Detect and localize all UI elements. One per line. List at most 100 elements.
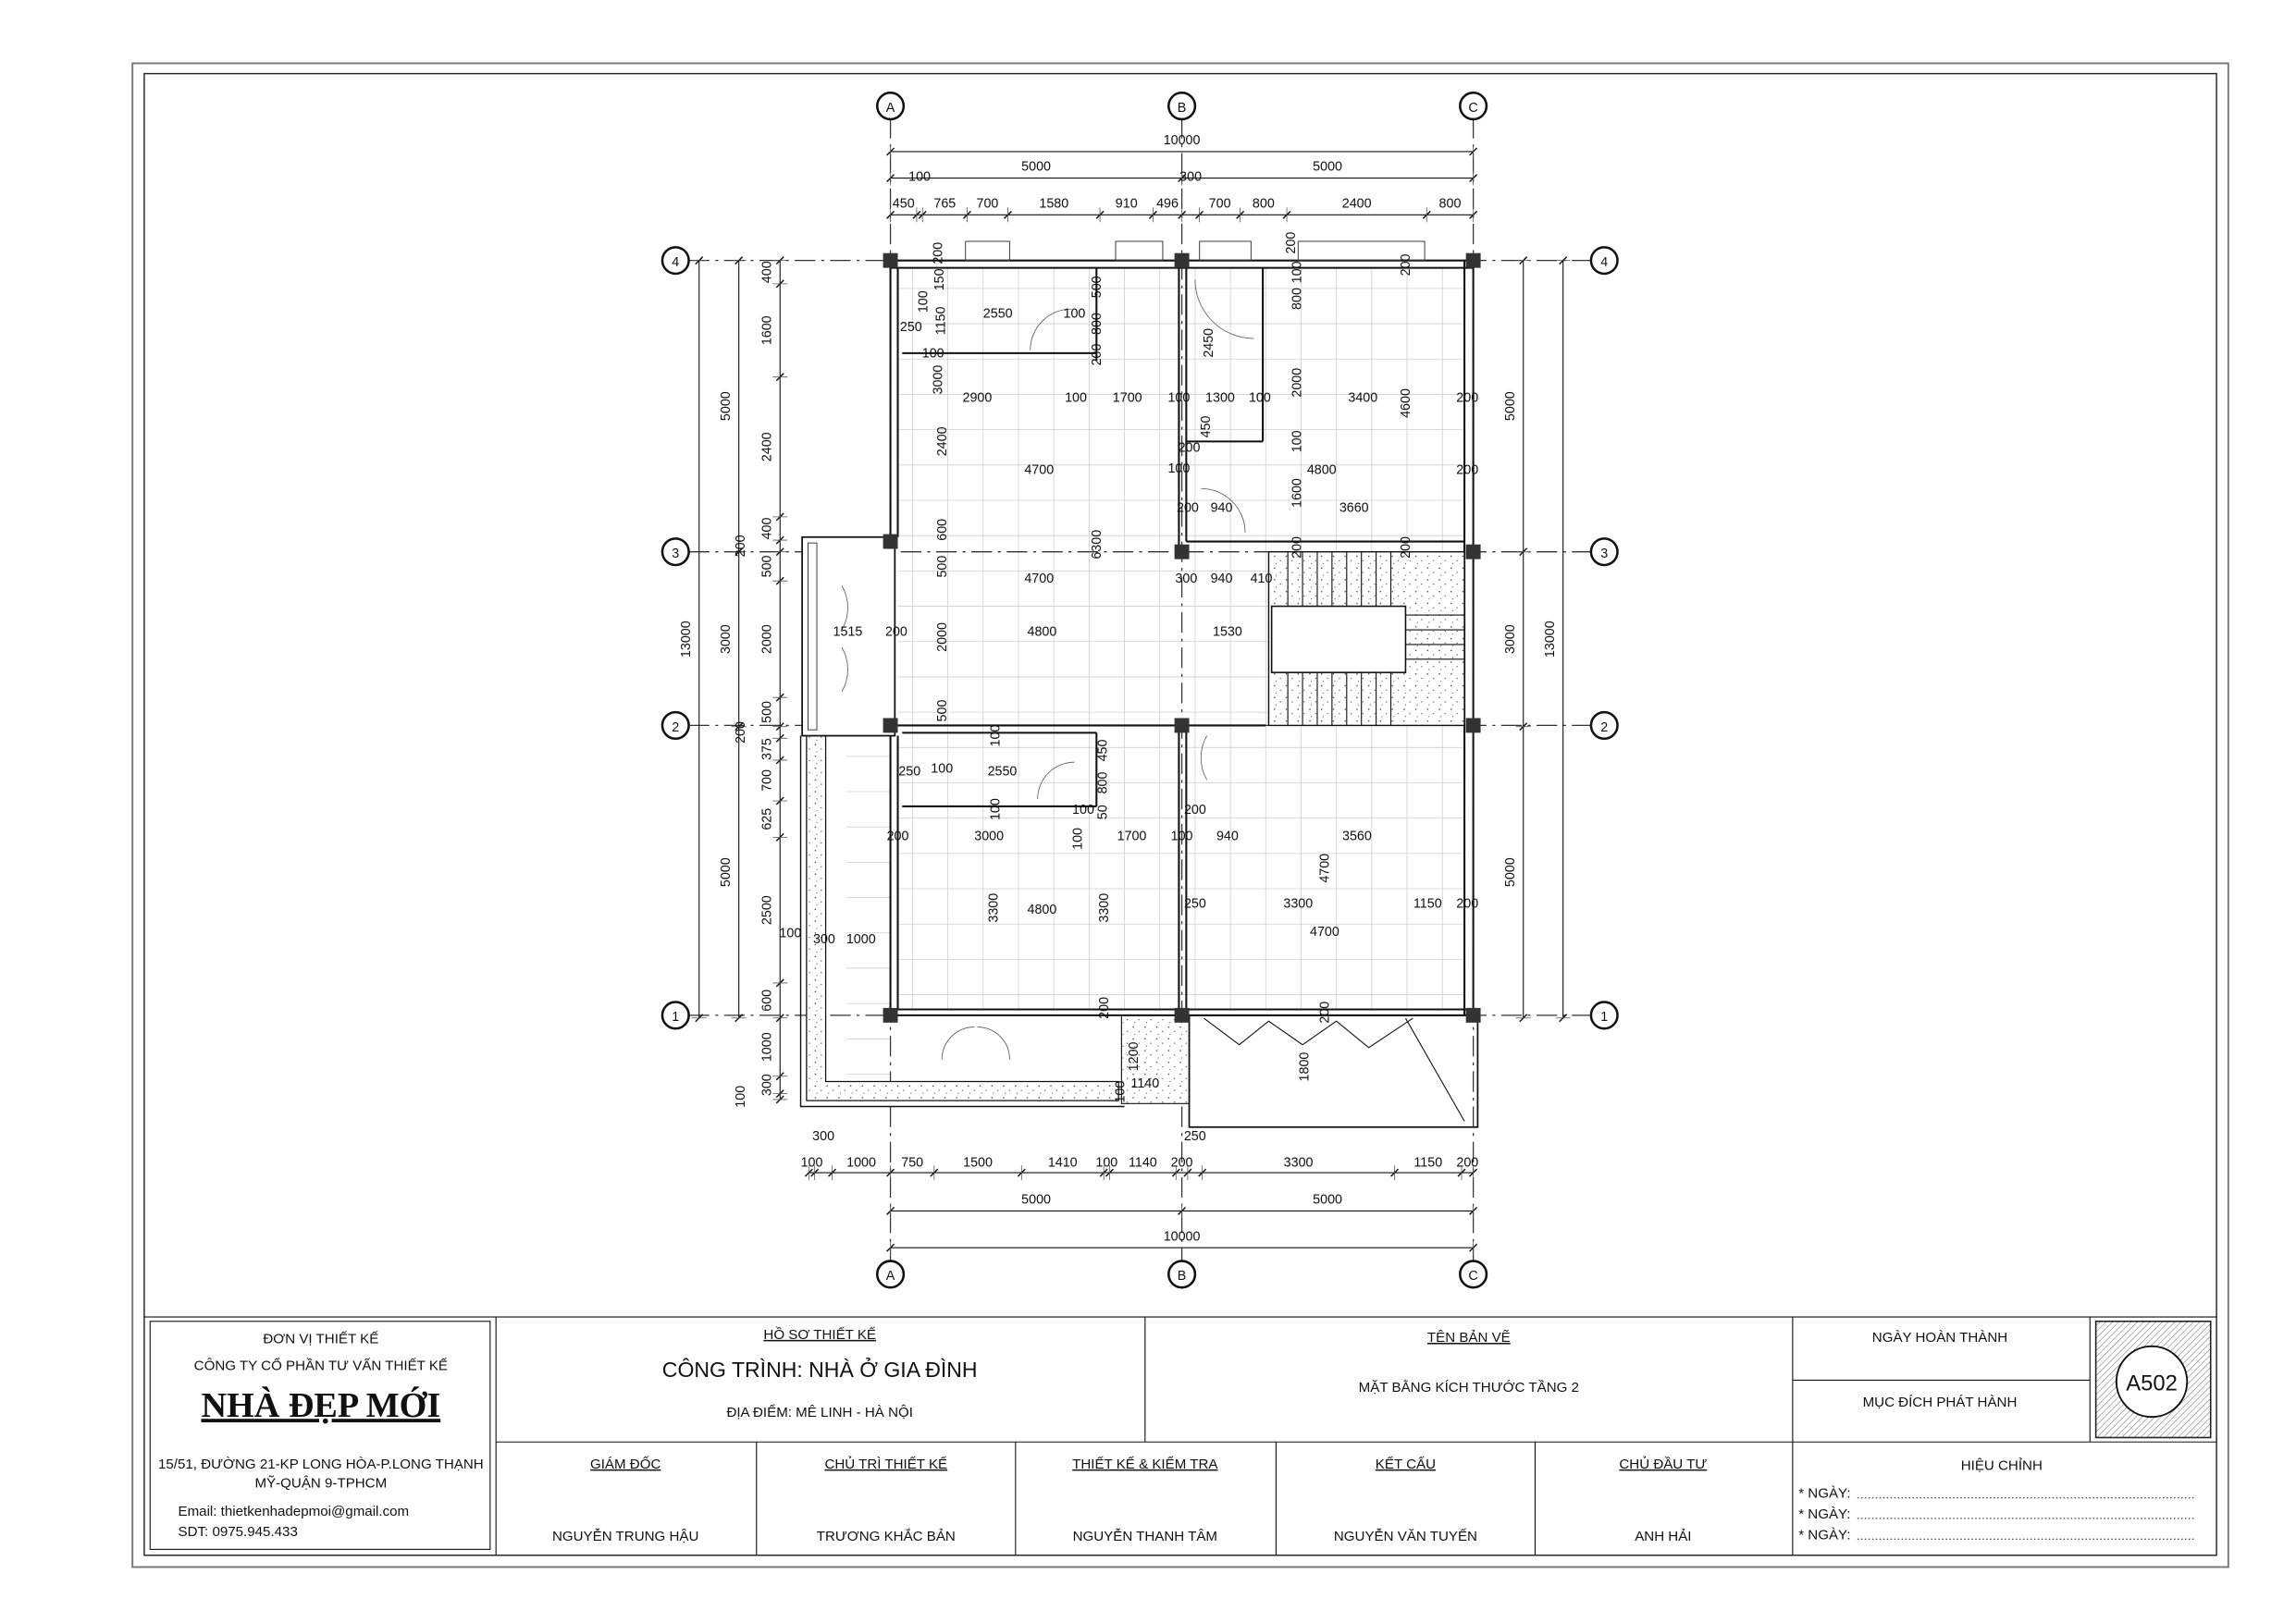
dossier-label: HỒ SƠ THIẾT KẾ — [763, 1326, 876, 1343]
structural-column — [883, 534, 898, 549]
sheet-number: A502 — [2126, 1371, 2178, 1396]
plan-dimension-label: 200 — [931, 242, 945, 264]
plan-dimension-label: 200 — [1177, 501, 1199, 516]
door-swing — [977, 1027, 1010, 1060]
door-swing — [1200, 735, 1207, 781]
dim-bottom-detail-label: 100 — [801, 1156, 823, 1171]
door-swing — [1201, 487, 1246, 534]
dim-bottom-detail-label: 1140 — [1129, 1156, 1157, 1171]
plan-dimension-label: 3000 — [931, 365, 945, 395]
plan-dimension-label: 1515 — [833, 624, 863, 639]
role-title: THIẾT KẾ & KIỂM TRA — [1072, 1456, 1218, 1472]
dim-bottom-overall-label: 10000 — [1164, 1229, 1201, 1244]
grid-label: 1 — [672, 1010, 679, 1025]
company-name: CÔNG TY CỔ PHẦN TƯ VẤN THIẾT KẾ — [194, 1357, 448, 1373]
grid-label: B — [1178, 101, 1187, 116]
plan-dimension-label: 2450 — [1202, 328, 1216, 358]
dim-left-detail-label: 2500 — [760, 895, 775, 925]
grid-bubble — [660, 246, 690, 276]
plan-dimension-label: 2000 — [1290, 368, 1304, 398]
dim-left-detail-label: 100 — [734, 1086, 748, 1108]
plan-dimension-label: 200 — [885, 624, 907, 639]
dim-left-detail-label: 300 — [760, 1074, 775, 1096]
plan-dimension-label: 2400 — [935, 426, 950, 456]
plan-dimension-label: 2550 — [988, 765, 1018, 780]
plan-dimension-label: 100 — [1114, 1081, 1129, 1103]
plan-dimension-label: 6300 — [1090, 530, 1105, 559]
plan-dimension-label: 500 — [935, 556, 950, 578]
structural-column — [883, 718, 898, 733]
plan-dimension-label: 1150 — [933, 306, 948, 335]
plan-dimension-label: 4700 — [1318, 854, 1333, 883]
dim-left-detail-label: 2400 — [760, 432, 775, 461]
dim-top-half-label: 5000 — [1313, 160, 1342, 175]
role-person-name: TRƯƠNG KHẮC BẢN — [817, 1528, 956, 1544]
plan-dimension-label: 100 — [1072, 803, 1094, 818]
plan-dimension-label: 200 — [1399, 536, 1413, 559]
structural-column — [1465, 1007, 1481, 1023]
plan-dimension-label: 4800 — [1028, 624, 1057, 639]
plan-dimension-label: 100 — [931, 761, 953, 776]
plan-dimension-label: 200 — [1097, 997, 1112, 1019]
dim-top-detail-label: 100 — [908, 170, 931, 185]
plan-dimension-label: 250 — [898, 765, 920, 780]
grid-bubble — [875, 1260, 906, 1289]
plan-dimension-label: 200 — [1179, 440, 1201, 455]
plan-dimension-label: 200 — [1184, 803, 1206, 818]
plan-dimension-label: 4700 — [1024, 462, 1054, 477]
grid-bubble — [660, 537, 690, 567]
dim-left-detail-label: 625 — [760, 808, 775, 830]
dim-left-detail-label: 400 — [760, 261, 775, 283]
grid-label: 4 — [1600, 255, 1608, 270]
plan-dimension-label: 3400 — [1348, 390, 1377, 405]
plan-dimension-label: 600 — [935, 519, 950, 541]
dim-left-detail-label: 375 — [760, 738, 775, 760]
plan-dimension-label: 1150 — [1413, 897, 1442, 912]
plan-dimension-label: 3000 — [974, 830, 1004, 844]
plan-dimension-label: 410 — [1251, 572, 1273, 586]
plan-dimension-label: 100 — [1167, 390, 1190, 405]
title-block: ĐƠN VỊ THIẾT KẾ CÔNG TY CỔ PHẦN TƯ VẤN T… — [143, 1316, 2217, 1555]
dim-top-detail-label: 496 — [1156, 196, 1179, 211]
role-title: CHỦ ĐẦU TƯ — [1619, 1456, 1707, 1472]
plan-dimension-label: 300 — [1175, 572, 1197, 586]
plan-dimension-label: 450 — [1095, 739, 1110, 761]
dim-top-detail-label: 765 — [933, 196, 956, 211]
revision-label: HIỆU CHỈNH — [1961, 1457, 2043, 1473]
door-swing — [841, 646, 848, 693]
plan-dimension-label: 800 — [1095, 772, 1110, 794]
plan-dimension-label: 3300 — [1283, 897, 1313, 912]
role-person-name: ANH HẢI — [1635, 1529, 1691, 1544]
role-person-name: NGUYỄN VĂN TUYẾN — [1334, 1529, 1477, 1544]
structural-column — [1174, 544, 1190, 559]
grid-label: 2 — [672, 720, 679, 735]
plan-dimension-label: 50 — [1095, 805, 1110, 819]
window — [965, 240, 1010, 262]
plan-dimension-label: 100 — [1065, 390, 1087, 405]
outer-border — [131, 62, 2229, 1568]
grid-label: 2 — [1600, 720, 1608, 735]
dim-left-half-label: 3000 — [719, 624, 734, 654]
plan-dimension-label: 100 — [988, 725, 1003, 747]
folding-door — [1204, 1017, 1413, 1049]
dim-top-detail-label: 910 — [1116, 196, 1138, 211]
plan-dimension-label: 200 — [1456, 390, 1478, 405]
grid-label: 3 — [672, 547, 679, 561]
revision-date-row: * NGÀY: — [1798, 1527, 1850, 1543]
dim-bottom-detail-label: 1150 — [1413, 1156, 1442, 1171]
dim-right-half-label: 3000 — [1503, 624, 1518, 654]
planter — [1120, 1014, 1191, 1104]
plan-dimension-label: 800 — [1290, 288, 1304, 310]
dim-top-detail-label: 800 — [1439, 196, 1462, 211]
dim-left-detail-label: 700 — [760, 769, 775, 792]
dim-right-half-label: 5000 — [1503, 857, 1518, 887]
dim-left-detail-label: 2000 — [760, 624, 775, 654]
dim-left-detail-label: 500 — [760, 701, 775, 723]
completion-date-label: NGÀY HOÀN THÀNH — [1872, 1330, 2007, 1346]
grid-bubble — [1459, 1260, 1488, 1289]
dim-left-half-label: 5000 — [719, 391, 734, 421]
plan-dimension-label: 500 — [1090, 276, 1105, 298]
plan-dimension-label: 940 — [1211, 501, 1233, 516]
plan-dimension-label: 500 — [935, 700, 950, 722]
